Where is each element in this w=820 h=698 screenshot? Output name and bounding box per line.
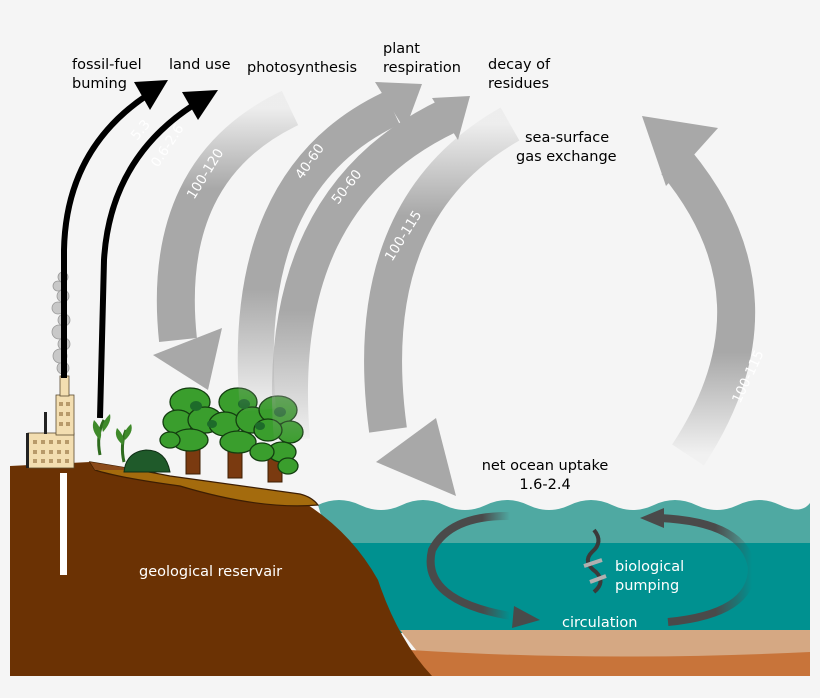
flux-arrow-decay xyxy=(271,96,470,442)
fossil-fuel-arrow xyxy=(61,80,168,378)
label-circulation: circulation xyxy=(562,615,638,631)
seedling-icon xyxy=(90,414,140,470)
bush-icon xyxy=(123,449,171,473)
flux-arrow-sea-down xyxy=(364,107,520,496)
land xyxy=(10,461,432,676)
label-fossil-fuel-1: fossil-fuel xyxy=(72,57,142,73)
flux-value-landuse: 0.6-2.6 xyxy=(148,121,187,170)
flux-arrow-plant-respiration xyxy=(237,82,422,412)
biological-pumping-icon xyxy=(583,528,607,594)
sediment-light xyxy=(400,630,810,660)
label-sea-surface-2: gas exchange xyxy=(516,149,617,165)
factory-icon xyxy=(26,375,75,469)
label-bio-pumping-2: pumping xyxy=(615,578,679,594)
label-decay-2: residues xyxy=(488,76,549,92)
label-sea-surface-1: sea-surface xyxy=(525,130,609,146)
drill-pipe xyxy=(60,473,67,575)
soil-layer xyxy=(88,461,320,507)
label-plant-2: respiration xyxy=(383,60,461,76)
label-land-use: land use xyxy=(169,57,231,73)
land-use-arrow xyxy=(97,90,218,419)
label-fossil-fuel-2: buming xyxy=(72,76,127,92)
label-geological: geological reservair xyxy=(139,564,282,580)
label-net-uptake-1: net ocean uptake xyxy=(482,458,609,474)
label-net-uptake-2: 1.6-2.4 xyxy=(519,477,570,493)
forest-icon xyxy=(159,387,304,483)
label-decay-1: decay of xyxy=(488,57,551,73)
flux-arrow-sea-up xyxy=(642,116,756,466)
label-photosynthesis: photosynthesis xyxy=(247,60,357,76)
sediment-dark xyxy=(410,650,810,676)
flux-arrow-photosynthesis xyxy=(153,90,299,390)
geological-reservoir xyxy=(10,462,432,676)
label-plant-1: plant xyxy=(383,41,420,57)
ocean-deep-layer xyxy=(330,543,810,633)
label-bio-pumping-1: biological xyxy=(615,559,684,575)
circulation-arrow xyxy=(426,508,757,628)
